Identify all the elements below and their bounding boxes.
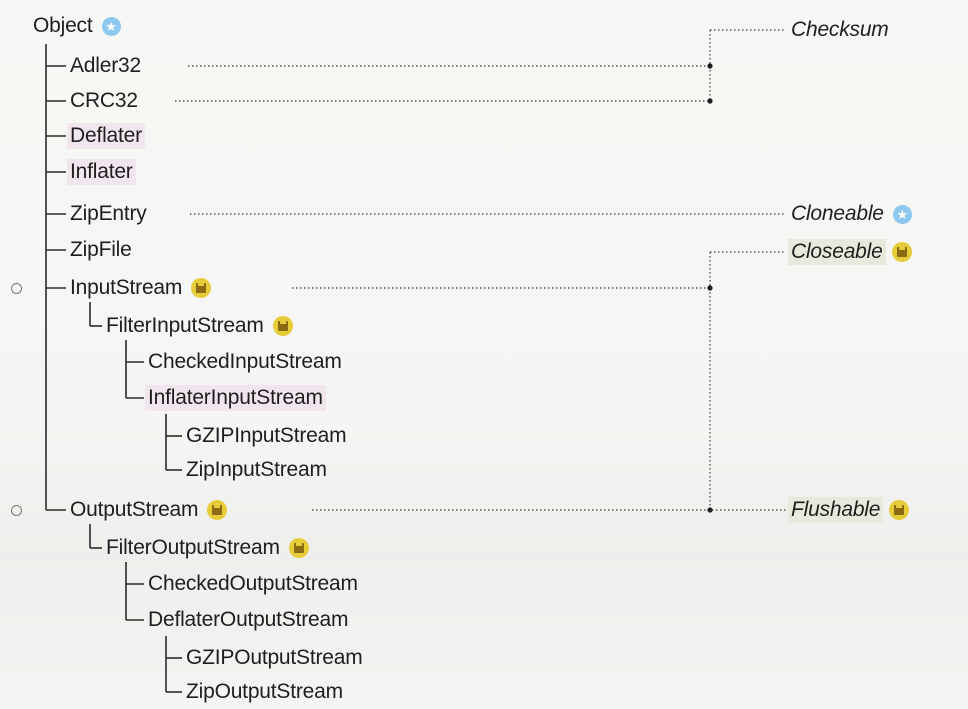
class-inputstream[interactable]: InputStream xyxy=(67,275,212,301)
class-deflater[interactable]: Deflater xyxy=(67,123,145,149)
class-filteroutputstream[interactable]: FilterOutputStream xyxy=(103,535,309,561)
class-gzipoutputstream[interactable]: GZIPOutputStream xyxy=(183,645,366,671)
class-label: ZipFile xyxy=(70,238,132,261)
class-inflater[interactable]: Inflater xyxy=(67,159,136,185)
class-label: GZIPOutputStream xyxy=(186,646,363,669)
abstract-marker xyxy=(11,505,22,516)
class-zipentry[interactable]: ZipEntry xyxy=(67,201,150,227)
cloneable-star-icon: ★ xyxy=(101,16,121,36)
class-label: InflaterInputStream xyxy=(145,385,326,411)
junction-dot xyxy=(707,285,713,291)
interface-label: Flushable xyxy=(788,497,884,523)
class-crc32[interactable]: CRC32 xyxy=(67,88,141,114)
class-checkedinputstream[interactable]: CheckedInputStream xyxy=(145,349,345,375)
class-label: ZipOutputStream xyxy=(186,680,343,703)
closeable-door-icon xyxy=(191,278,212,298)
class-label: OutputStream xyxy=(70,498,199,521)
class-gzipinputstream[interactable]: GZIPInputStream xyxy=(183,423,349,449)
class-label: FilterInputStream xyxy=(106,314,264,337)
interface-cloneable[interactable]: Cloneable ★ xyxy=(788,201,912,227)
cloneable-star-icon: ★ xyxy=(892,204,912,224)
class-zipinputstream[interactable]: ZipInputStream xyxy=(183,457,330,483)
interface-checksum[interactable]: Checksum xyxy=(788,17,892,43)
class-outputstream[interactable]: OutputStream xyxy=(67,497,228,523)
closeable-door-icon xyxy=(891,242,912,262)
junction-dot xyxy=(707,63,713,69)
class-label: DeflaterOutputStream xyxy=(148,608,349,631)
class-label: ZipEntry xyxy=(70,202,147,225)
abstract-marker xyxy=(11,283,22,294)
class-label: Adler32 xyxy=(70,54,141,77)
class-label: Deflater xyxy=(67,123,145,149)
class-filterinputstream[interactable]: FilterInputStream xyxy=(103,313,293,339)
class-zipfile[interactable]: ZipFile xyxy=(67,237,135,263)
closeable-door-icon xyxy=(272,316,293,336)
class-label: CheckedOutputStream xyxy=(148,572,358,595)
class-zipoutputstream[interactable]: ZipOutputStream xyxy=(183,679,346,705)
class-adler32[interactable]: Adler32 xyxy=(67,53,144,79)
class-label: GZIPInputStream xyxy=(186,424,347,447)
class-label: InputStream xyxy=(70,276,183,299)
class-label: ZipInputStream xyxy=(186,458,327,481)
class-deflateroutputstream[interactable]: DeflaterOutputStream xyxy=(145,607,351,633)
interface-label: Checksum xyxy=(791,18,889,41)
interface-label: Cloneable xyxy=(791,202,884,225)
class-label: FilterOutputStream xyxy=(106,536,280,559)
closeable-door-icon xyxy=(207,500,228,520)
class-label: Inflater xyxy=(67,159,136,185)
class-label: CRC32 xyxy=(70,89,138,112)
junction-dot xyxy=(707,507,713,513)
class-object[interactable]: Object ★ xyxy=(30,13,121,39)
interface-closeable[interactable]: Closeable xyxy=(788,239,912,265)
class-label: Object xyxy=(33,14,93,37)
class-label: CheckedInputStream xyxy=(148,350,342,373)
class-checkedoutputstream[interactable]: CheckedOutputStream xyxy=(145,571,361,597)
interface-label: Closeable xyxy=(788,239,886,265)
interface-flushable[interactable]: Flushable xyxy=(788,497,910,523)
closeable-door-icon xyxy=(889,500,910,520)
junction-dot xyxy=(707,98,713,104)
class-inflaterinputstream[interactable]: InflaterInputStream xyxy=(145,385,326,411)
closeable-door-icon xyxy=(288,538,309,558)
